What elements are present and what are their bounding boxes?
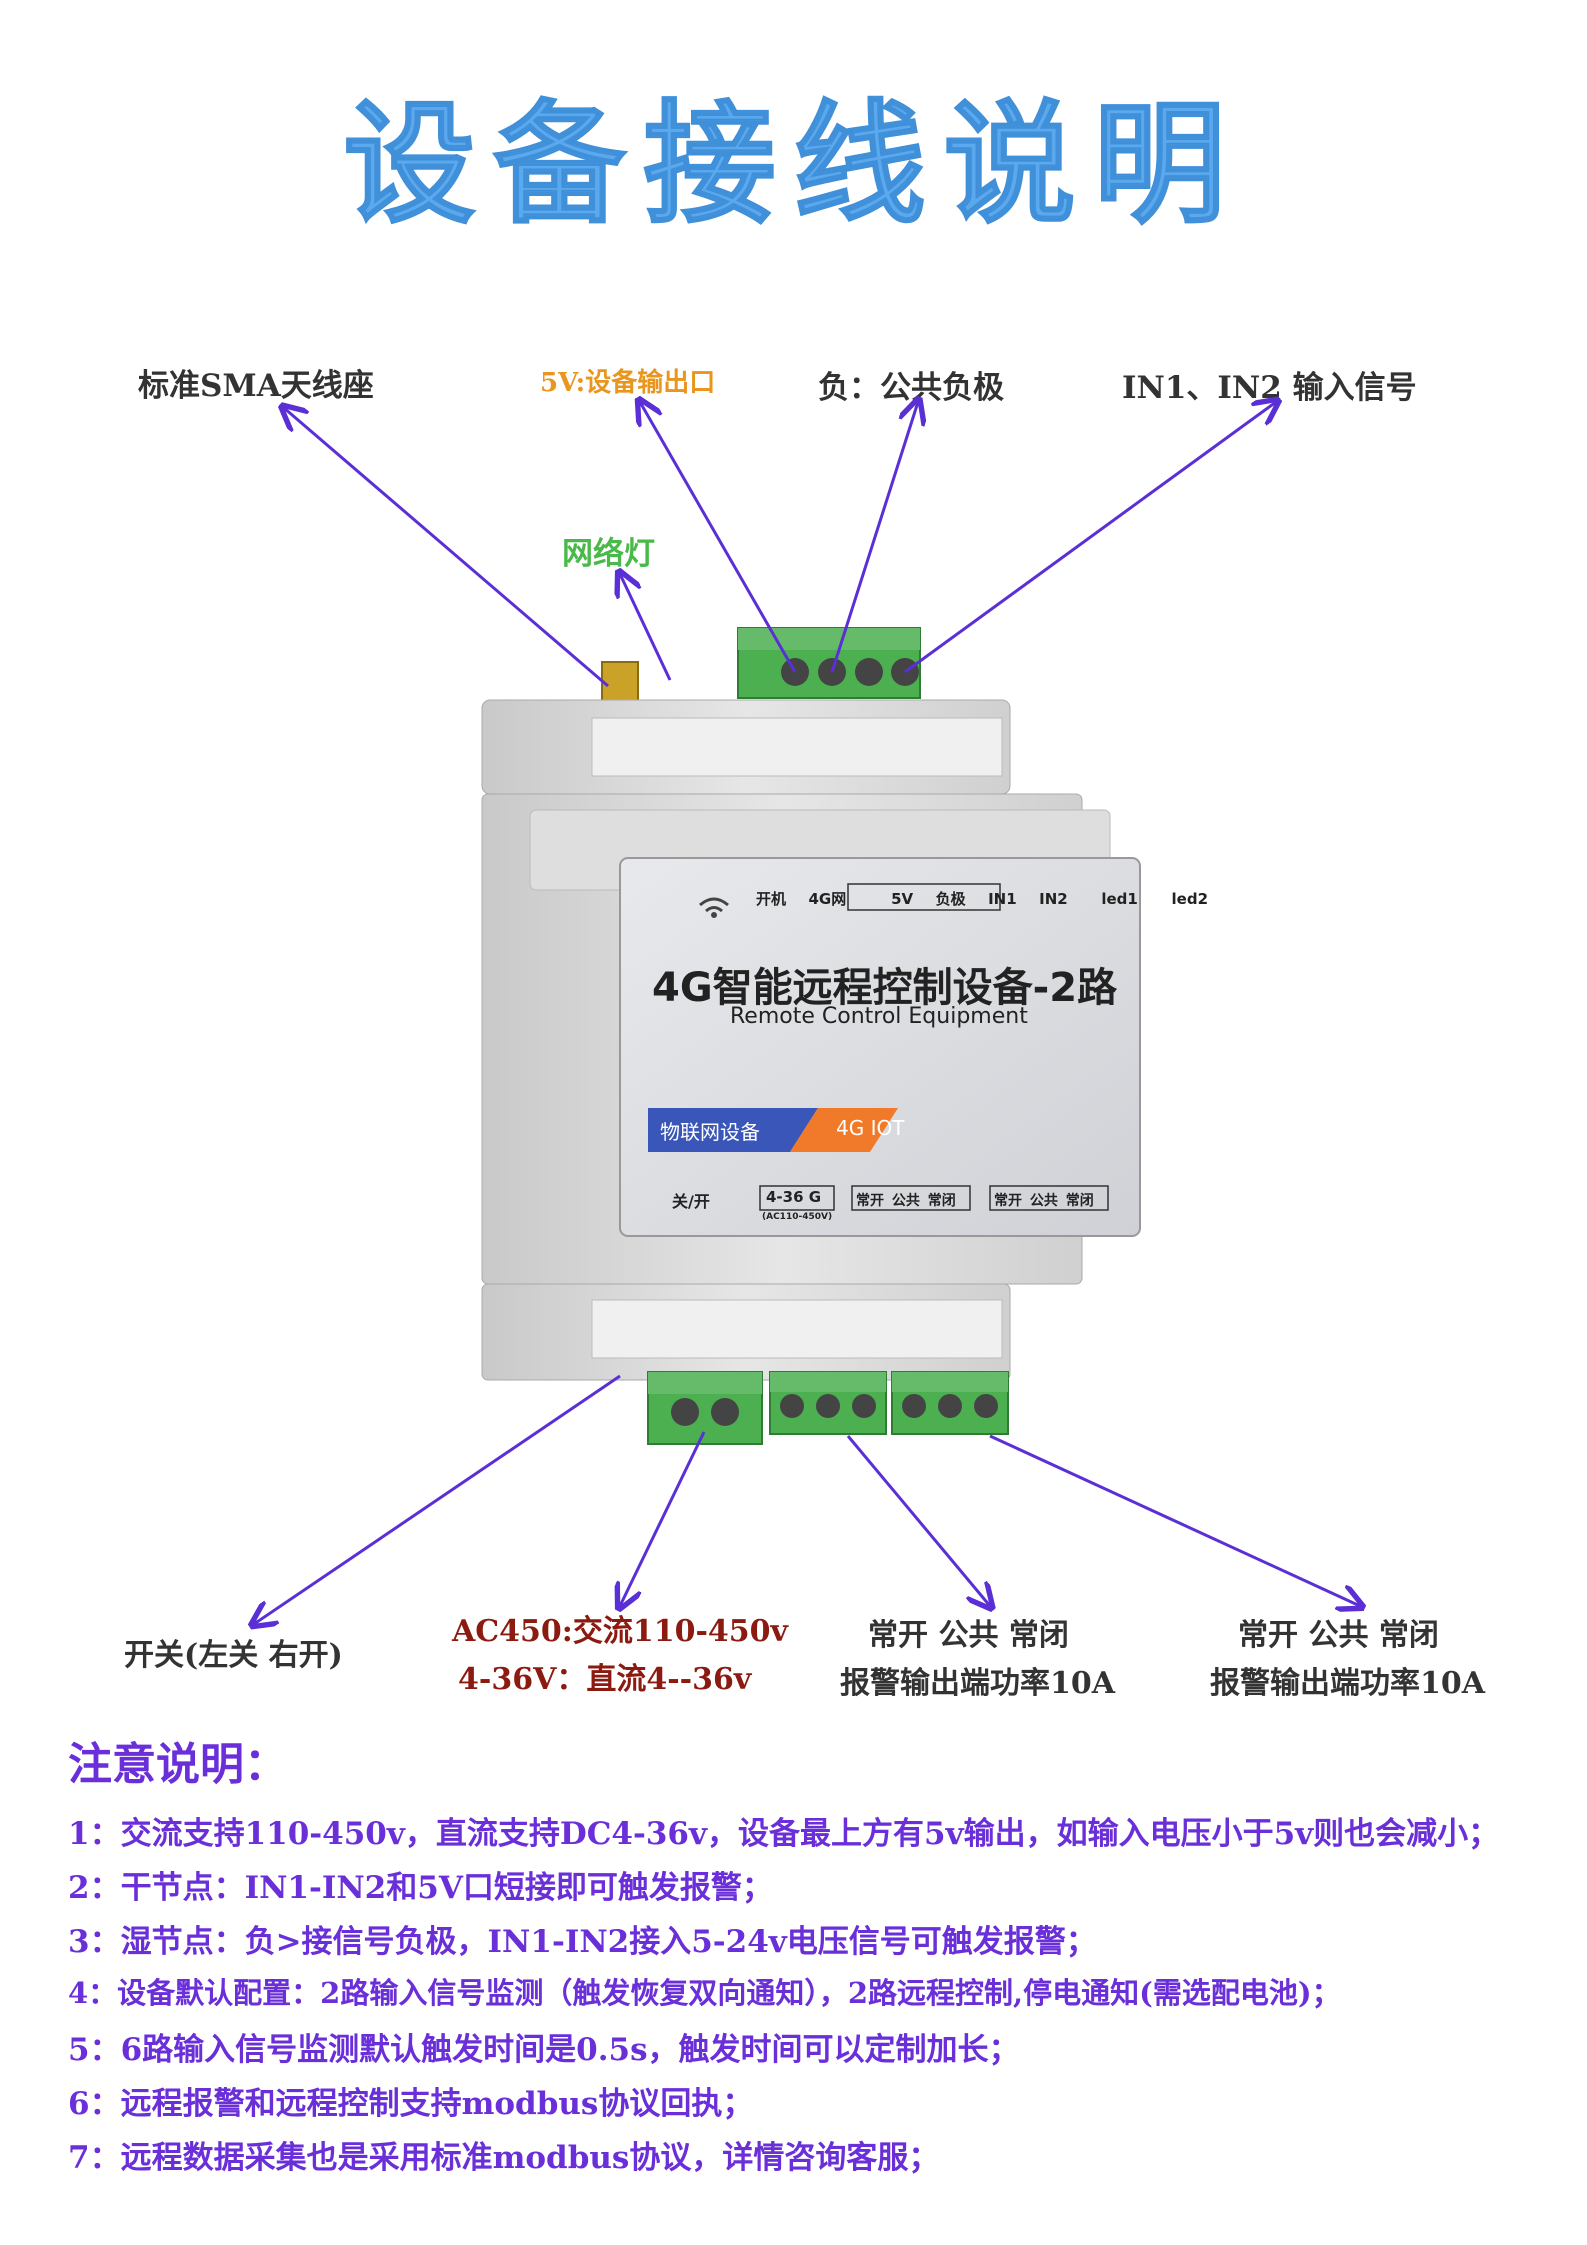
arrow-5v [640, 402, 797, 673]
device-name: 4G智能远程控制设备-2路 [652, 965, 1118, 1011]
panel-power-label: 4-36 G [766, 1188, 822, 1206]
panel-power-sublabel: (AC110-450V) [762, 1212, 833, 1222]
label-relay-2-contacts: 常开 公共 常闭 [1238, 1618, 1439, 1653]
bottom-terminal-relay-2 [891, 1371, 1009, 1435]
panel-top-row: 开机 4G网 5V 负极 IN1 IN2 led1 led2 [756, 888, 1208, 909]
note-item-2: 2：干节点：IN1-IN2和5V口短接即可触发报警； [68, 1870, 773, 1906]
panel-label-4g: 4G网 [808, 890, 847, 908]
relay-2-com: 公共 [1029, 1193, 1058, 1209]
panel-label-power-on: 开机 [756, 890, 787, 908]
device-subtitle: Remote Control Equipment [730, 1004, 1028, 1029]
label-ac-input: AC450:交流110-450v [452, 1614, 788, 1649]
label-relay-2-power: 报警输出端功率10A [1210, 1666, 1486, 1701]
relay-1-no: 常开 [856, 1193, 884, 1209]
label-5v-output: 5V:设备输出口 [540, 368, 716, 398]
arrow-power [620, 1431, 706, 1606]
badge-4g-iot: 4G IOT [836, 1116, 905, 1140]
label-relay-1-contacts: 常开 公共 常闭 [868, 1618, 1069, 1653]
note-item-7: 7：远程数据采集也是采用标准modbus协议，详情咨询客服； [68, 2140, 940, 2176]
panel-relay-2-labels: 常开 公共 常闭 [994, 1190, 1094, 1210]
arrow-switch [254, 1374, 621, 1624]
relay-1-nc: 常闭 [927, 1193, 956, 1209]
page-title: 设备接线说明 [343, 87, 1244, 243]
panel-switch-label: 关/开 [672, 1192, 710, 1211]
panel-label-5v: 5V [891, 890, 914, 908]
panel-relay-1-labels: 常开 公共 常闭 [856, 1190, 956, 1210]
arrow-input [904, 402, 1276, 674]
note-item-3: 3：湿节点：负>接信号负极，IN1-IN2接入5-24v电压信号可触发报警； [68, 1924, 1097, 1960]
panel-label-in2: IN2 [1039, 890, 1068, 908]
arrow-relay-2 [989, 1434, 1360, 1606]
arrow-relay-1 [846, 1435, 990, 1606]
badge-iot-cn: 物联网设备 [660, 1120, 760, 1144]
note-item-4: 4：设备默认配置：2路输入信号监测（触发恢复双向通知），2路远程控制,停电通知(… [68, 1976, 1341, 2010]
arrow-negative [830, 402, 918, 673]
relay-2-nc: 常闭 [1065, 1193, 1094, 1209]
pointer-arrows [254, 402, 1360, 1624]
relay-2-no: 常开 [994, 1193, 1022, 1209]
notes-heading: 注意说明： [68, 1739, 288, 1790]
note-item-5: 5：6路输入信号监测默认触发时间是0.5s，触发时间可以定制加长； [68, 2032, 1020, 2068]
arrow-sma [284, 408, 609, 688]
label-switch: 开关(左关 右开) [124, 1638, 343, 1673]
label-relay-1-power: 报警输出端功率10A [840, 1666, 1116, 1701]
arrow-network-led [620, 574, 672, 681]
bottom-terminal-switch-power [647, 1371, 763, 1445]
note-item-6: 6：远程报警和远程控制支持modbus协议回执； [68, 2086, 754, 2122]
panel-label-negative: 负极 [935, 890, 966, 908]
panel-label-led1: led1 [1101, 890, 1138, 908]
relay-1-com: 公共 [891, 1193, 920, 1209]
top-terminal-block [737, 627, 921, 699]
label-dc-input: 4-36V：直流4--36v [458, 1662, 752, 1697]
panel-label-in1: IN1 [988, 890, 1017, 908]
bottom-terminal-relay-1 [769, 1371, 887, 1435]
panel-label-led2: led2 [1171, 890, 1209, 908]
label-sma-antenna: 标准SMA天线座 [138, 368, 374, 404]
front-panel [619, 857, 1141, 1237]
note-item-1: 1：交流支持110-450v，直流支持DC4-36v，设备最上方有5v输出，如输… [68, 1816, 1500, 1852]
